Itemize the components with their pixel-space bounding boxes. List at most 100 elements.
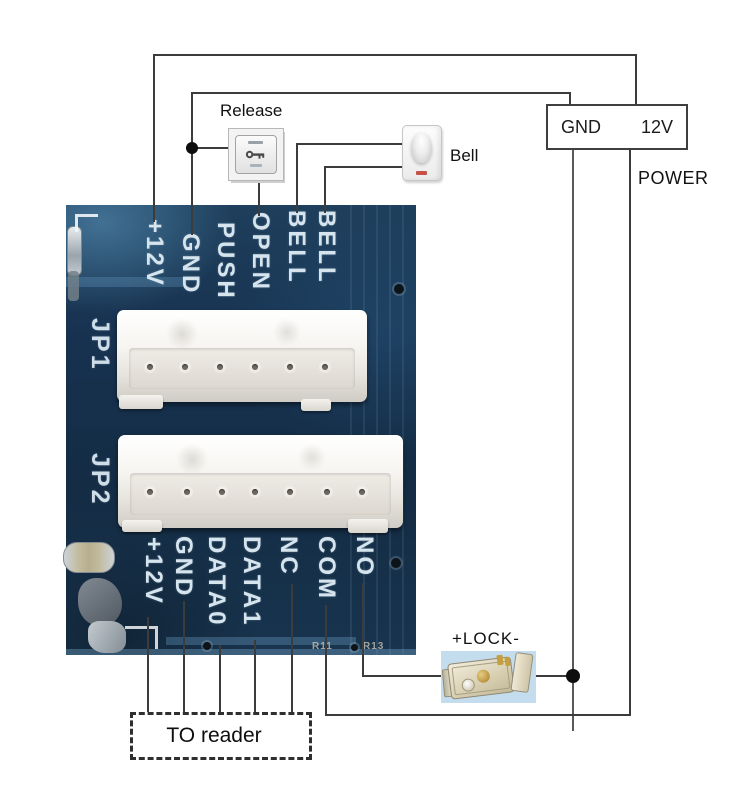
connector-pin bbox=[147, 489, 153, 495]
wire-bell-lower-drop bbox=[324, 166, 326, 213]
pin-label-bot-com: COM bbox=[313, 536, 340, 601]
jp2-connector-recess bbox=[130, 473, 391, 515]
wire-bell-upper-drop bbox=[296, 143, 298, 213]
connector-pin bbox=[287, 364, 293, 370]
pin-label-bot-gnd: GND bbox=[170, 536, 197, 599]
pcb-trace bbox=[66, 277, 186, 287]
wire-no-to-lock bbox=[362, 675, 443, 677]
connector-pin bbox=[322, 364, 328, 370]
pin-label-top-bell2: BELL bbox=[313, 210, 340, 285]
connector-pin bbox=[219, 489, 225, 495]
wire-gnd-top-drop-left bbox=[191, 92, 193, 235]
jp1-connector bbox=[117, 310, 367, 411]
pin-label-bot-nc: NC bbox=[275, 536, 302, 577]
connector-tab bbox=[119, 395, 163, 409]
connector-tab bbox=[348, 519, 388, 533]
bell-button bbox=[402, 125, 442, 181]
lock-contact bbox=[496, 654, 504, 666]
pin-label-top-bell1: BELL bbox=[283, 210, 310, 285]
pcb-trace bbox=[166, 637, 356, 645]
wire-12v-into-power bbox=[635, 54, 637, 106]
via-hole bbox=[391, 558, 401, 568]
pcb-trace-stripes bbox=[350, 205, 410, 655]
electric-lock bbox=[441, 651, 536, 703]
wire-reader-nc bbox=[291, 584, 293, 714]
wire-reader-12v bbox=[147, 617, 149, 714]
release-label: Release bbox=[220, 101, 283, 120]
release-button bbox=[228, 128, 284, 181]
pin-label-top-open: OPEN bbox=[247, 212, 274, 293]
release-micro-text bbox=[248, 141, 263, 144]
to-reader-box: TO reader bbox=[130, 712, 312, 760]
pin-label-top-gnd: GND bbox=[177, 233, 204, 296]
via-hole bbox=[203, 642, 211, 650]
wire-12v-top-drop-left bbox=[153, 54, 155, 222]
connector-pin bbox=[359, 489, 365, 495]
wire-gnd-top bbox=[191, 92, 571, 94]
wire-power-gnd-down bbox=[572, 146, 574, 731]
connector-tab bbox=[122, 520, 162, 532]
connector-pin bbox=[252, 489, 258, 495]
connector-pin bbox=[184, 489, 190, 495]
wire-com-to-12v bbox=[325, 714, 631, 716]
bell-button-icon bbox=[411, 132, 432, 163]
power-terminal-gnd: GND bbox=[561, 116, 601, 137]
pin-label-top-12v: +12V bbox=[141, 219, 168, 288]
release-button-panel bbox=[235, 135, 277, 174]
via-hole bbox=[351, 644, 358, 651]
pcb-bottom-edge-highlight bbox=[66, 649, 416, 655]
silkscreen-ref: R13 bbox=[363, 641, 385, 652]
connector-pin bbox=[324, 489, 330, 495]
lock-strike-plate bbox=[510, 651, 534, 694]
solder-blob bbox=[78, 578, 122, 626]
power-supply-box: GND 12V bbox=[546, 104, 688, 150]
pin-label-bot-no: NO bbox=[351, 536, 378, 578]
connector-pin bbox=[217, 364, 223, 370]
wire-reader-data1 bbox=[254, 640, 256, 714]
lock-label: +LOCK- bbox=[452, 629, 520, 648]
solder-component bbox=[67, 226, 82, 276]
pin-label-bot-12v: +12V bbox=[140, 537, 167, 606]
jp2-label: JP2 bbox=[86, 453, 114, 507]
jp1-connector-recess bbox=[129, 348, 355, 389]
wire-lock-to-gnd bbox=[530, 675, 574, 677]
power-caption: POWER bbox=[638, 168, 709, 188]
smd-capacitor bbox=[63, 542, 115, 573]
wire-release-feed bbox=[192, 147, 228, 149]
to-reader-label: TO reader bbox=[166, 724, 262, 747]
access-control-pcb: R11 R13 bbox=[63, 205, 416, 655]
pin-label-bot-data0: DATA0 bbox=[203, 536, 230, 628]
jp1-label: JP1 bbox=[86, 318, 114, 372]
key-icon bbox=[246, 150, 265, 159]
solder-blob bbox=[88, 621, 126, 653]
jp2-connector bbox=[118, 435, 403, 533]
wire-power-12v-down bbox=[629, 146, 631, 716]
wire-com-down bbox=[325, 605, 327, 716]
wire-bell-lower bbox=[324, 166, 403, 168]
via-hole bbox=[394, 284, 404, 294]
wire-12v-top bbox=[153, 54, 637, 56]
wire-gnd-into-power bbox=[569, 92, 571, 106]
wire-no-down bbox=[362, 583, 364, 677]
wire-reader-data0 bbox=[219, 645, 221, 714]
connector-pin bbox=[147, 364, 153, 370]
wire-reader-gnd bbox=[183, 601, 185, 714]
silkscreen-corner-mark bbox=[75, 214, 98, 232]
pin-label-top-push: PUSH bbox=[212, 222, 239, 301]
junction-dot-lock-gnd bbox=[566, 669, 580, 683]
power-terminal-12v: 12V bbox=[640, 116, 673, 137]
wire-release-to-open bbox=[258, 178, 260, 216]
pin-label-bot-data1: DATA1 bbox=[238, 536, 265, 628]
silkscreen-ref: R11 bbox=[312, 641, 333, 652]
bell-red-mark bbox=[416, 171, 427, 175]
connector-pin bbox=[182, 364, 188, 370]
release-micro-text bbox=[250, 164, 262, 167]
bell-label: Bell bbox=[450, 146, 479, 165]
connector-pin bbox=[287, 489, 293, 495]
wire-bell-upper bbox=[296, 143, 403, 145]
junction-dot-release bbox=[186, 142, 198, 154]
solder-component bbox=[68, 271, 79, 301]
connector-tab bbox=[301, 399, 331, 411]
lock-contact bbox=[504, 656, 511, 667]
